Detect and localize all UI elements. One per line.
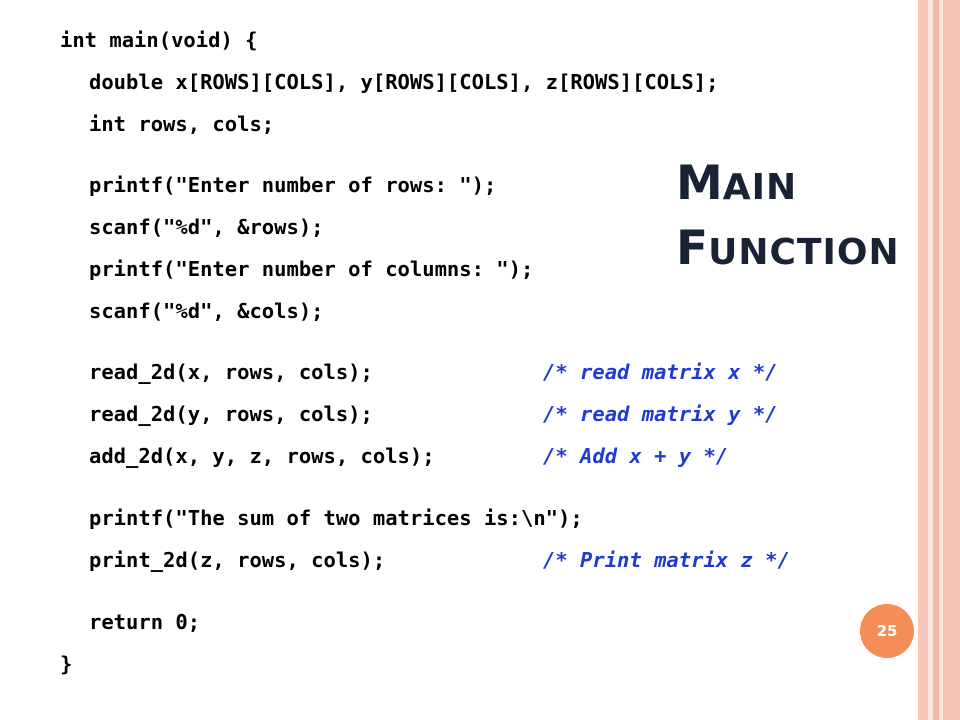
- decorative-stripe: [939, 0, 943, 720]
- code-line: printf("The sum of two matrices is:\n");: [89, 506, 583, 530]
- code-line: printf("Enter number of rows: ");: [89, 173, 497, 197]
- code-line: int main(void) {: [60, 28, 258, 52]
- code-line: printf("Enter number of columns: ");: [89, 257, 534, 281]
- slide-title-line2: FUNCTION: [676, 225, 900, 272]
- code-line: scanf("%d", &cols);: [89, 299, 324, 323]
- decorative-stripe: [928, 0, 933, 720]
- code-line: add_2d(x, y, z, rows, cols);: [89, 444, 435, 468]
- page-number-badge: 25: [860, 604, 914, 658]
- code-line: return 0;: [89, 610, 201, 634]
- code-comment: /* Print matrix z */: [543, 548, 790, 572]
- code-line: print_2d(z, rows, cols);: [89, 548, 386, 572]
- code-line: read_2d(x, rows, cols);: [89, 360, 373, 384]
- code-line: scanf("%d", &rows);: [89, 215, 324, 239]
- title-initial: M: [676, 156, 723, 211]
- slide-title-line1: MAIN: [676, 160, 797, 207]
- title-rest: AIN: [722, 167, 798, 208]
- decorative-stripe: [943, 0, 960, 720]
- code-comment: /* read matrix y */: [543, 402, 778, 426]
- decorative-stripe: [933, 0, 939, 720]
- title-initial: F: [676, 221, 709, 276]
- code-line: read_2d(y, rows, cols);: [89, 402, 373, 426]
- code-line: int rows, cols;: [89, 112, 275, 136]
- code-line: double x[ROWS][COLS], y[ROWS][COLS], z[R…: [89, 70, 719, 94]
- decorative-stripe: [918, 0, 928, 720]
- code-line: }: [60, 652, 73, 676]
- title-rest: UNCTION: [708, 232, 900, 273]
- code-comment: /* read matrix x */: [543, 360, 778, 384]
- code-comment: /* Add x + y */: [543, 444, 729, 468]
